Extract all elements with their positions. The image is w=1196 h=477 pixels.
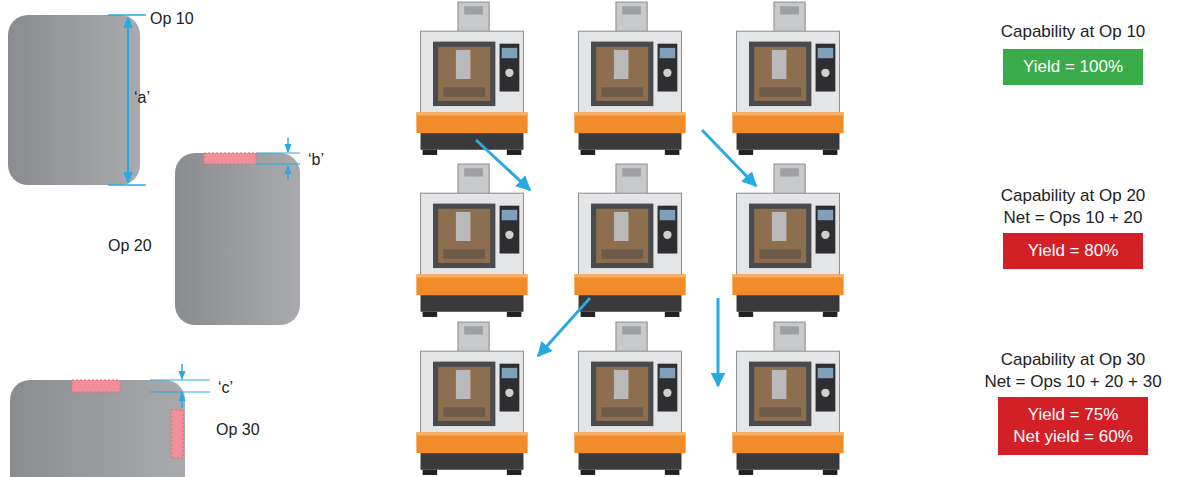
capability-heading: Net = Ops 10 + 20 + 30 (984, 371, 1161, 393)
part-op30 (10, 364, 210, 477)
operation-label: Op 10 (150, 9, 194, 29)
part-op20-shape (175, 153, 300, 325)
capability-heading: Net = Ops 10 + 20 (1004, 207, 1143, 229)
part-op30-shape (10, 380, 185, 477)
part-op10-shape (8, 15, 140, 185)
flow-arrows-shape (538, 298, 590, 356)
yield-box: Yield = 75%Net yield = 60% (998, 397, 1148, 455)
part-op20-shape (256, 164, 300, 165)
part-op10-shape (108, 184, 146, 186)
machine-grid (416, 2, 843, 475)
machine-grid-shape (732, 322, 843, 475)
part-op30-shape (72, 380, 120, 392)
flow-arrows (476, 130, 756, 386)
dimension-label: ‘a’ (134, 88, 150, 108)
machine-grid-shape (732, 2, 843, 155)
capability-heading: Capability at Op 10 (1001, 21, 1146, 43)
machine-grid-shape (574, 322, 685, 475)
part-op20 (175, 138, 300, 325)
capability-heading: Capability at Op 30 (1001, 349, 1146, 371)
part-op30-shape (150, 392, 210, 393)
machine-grid-shape (416, 164, 527, 317)
machine-grid-shape (416, 322, 527, 475)
part-op10-shape (127, 17, 129, 183)
operation-label: Op 20 (108, 236, 152, 256)
machine-grid-shape (416, 2, 527, 155)
yield-text: Yield = 100% (1003, 56, 1143, 78)
part-op10 (8, 15, 146, 185)
yield-text: Yield = 75% (998, 404, 1148, 426)
flow-arrows-shape (717, 298, 720, 386)
part-op30-shape (171, 410, 183, 458)
flow-arrows-shape (702, 130, 756, 186)
yield-text: Net yield = 60% (998, 426, 1148, 448)
machine-grid-shape (574, 164, 685, 317)
part-op20-shape (204, 153, 256, 164)
dimension-label: ‘c’ (218, 378, 233, 398)
dimension-label: ‘b’ (308, 150, 324, 170)
capability-heading: Capability at Op 20 (1001, 185, 1146, 207)
yield-box: Yield = 100% (1003, 49, 1143, 85)
capability-node: Capability at Op 10 Yield = 100% (963, 21, 1183, 85)
part-op20-shape (287, 138, 289, 152)
part-op20-shape (256, 153, 300, 154)
part-op10-shape (108, 14, 146, 16)
capability-node: Capability at Op 20Net = Ops 10 + 20 Yiel… (963, 185, 1183, 269)
part-op20-shape (287, 166, 289, 180)
yield-box: Yield = 80% (1003, 233, 1143, 269)
capability-node: Capability at Op 30Net = Ops 10 + 20 + 3… (963, 349, 1183, 455)
yield-text: Yield = 80% (1003, 240, 1143, 262)
operation-label: Op 30 (216, 420, 260, 440)
part-op30-shape (181, 364, 183, 379)
flow-arrows-shape (476, 140, 530, 190)
part-op30-shape (181, 393, 183, 408)
machine-grid-shape (732, 164, 843, 317)
part-op30-shape (150, 380, 210, 381)
machine-grid-shape (574, 2, 685, 155)
